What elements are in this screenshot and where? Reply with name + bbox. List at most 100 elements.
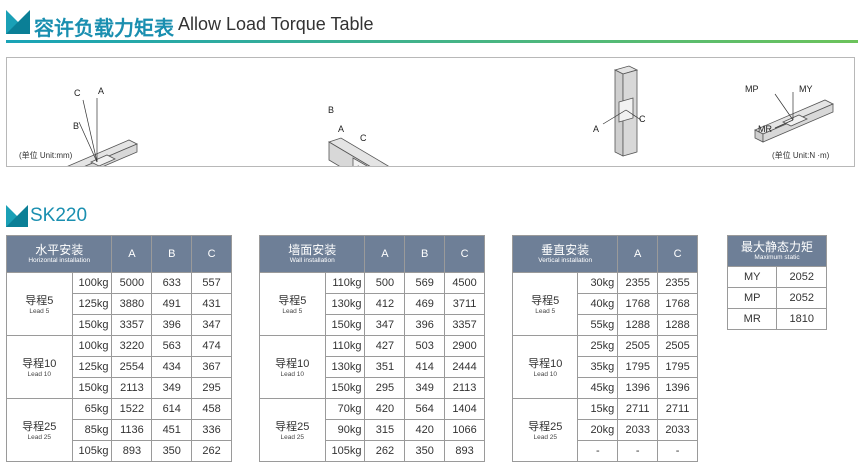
value-cell: 2033	[617, 419, 659, 441]
load-cell: 90kg	[324, 419, 366, 441]
value-cell: 474	[191, 335, 232, 357]
value-cell: 2113	[111, 377, 153, 399]
moment-value: 1810	[776, 308, 827, 330]
table-row: MY 2052	[726, 266, 827, 288]
table-row: MP 2052	[726, 287, 827, 309]
load-cell: 20kg	[577, 419, 619, 441]
lead-cn: 导程10	[275, 358, 310, 370]
fig4-label-mr: MR	[758, 124, 772, 134]
header-en: Horizontal installation	[28, 256, 91, 264]
lead-cn: 导程25	[22, 421, 57, 433]
value-cell: 347	[191, 314, 232, 336]
load-cell: 105kg	[324, 440, 366, 462]
value-cell: 3357	[111, 314, 153, 336]
load-cell: 130kg	[324, 293, 366, 315]
header-accent-icon-dark	[6, 10, 30, 34]
value-cell: 1288	[617, 314, 659, 336]
col-header: C	[191, 235, 232, 273]
value-cell: 350	[151, 440, 193, 462]
value-cell: 3880	[111, 293, 153, 315]
header-divider	[6, 40, 858, 43]
load-cell: 150kg	[71, 377, 113, 399]
value-cell: 2355	[657, 272, 698, 294]
load-cell: 25kg	[577, 335, 619, 357]
value-cell: 1795	[617, 356, 659, 378]
value-cell: 396	[404, 314, 446, 336]
fig1-label-a: A	[98, 86, 105, 96]
value-cell: 3357	[444, 314, 485, 336]
col-header: C	[444, 235, 485, 273]
table-row: 125kg 2554 434 367	[7, 356, 232, 378]
load-cell: 125kg	[71, 293, 113, 315]
table-row: MR 1810	[726, 308, 827, 330]
table-row: 150kg 2113 349 295	[7, 377, 232, 399]
moment-value: 2052	[776, 266, 827, 288]
header-en: Vertical installation	[538, 256, 593, 264]
col-header: C	[657, 235, 698, 273]
value-cell: 458	[191, 398, 232, 420]
load-cell: 150kg	[71, 314, 113, 336]
value-cell: 1795	[657, 356, 698, 378]
table-row: 130kg 412 469 3711	[260, 293, 485, 315]
table-row: 125kg 3880 491 431	[7, 293, 232, 315]
value-cell: 2355	[617, 272, 659, 294]
value-cell: 1768	[657, 293, 698, 315]
lead-cn: 导程5	[531, 295, 560, 307]
fig3-axis-a	[602, 109, 627, 125]
header-cn: 墙面安装	[288, 242, 337, 257]
lead-en: Lead 25	[533, 434, 557, 441]
value-cell: 2554	[111, 356, 153, 378]
value-cell: 3220	[111, 335, 153, 357]
value-cell: 1522	[111, 398, 153, 420]
lead-en: Lead 25	[27, 434, 52, 441]
table-row: 40kg 1768 1768	[513, 293, 698, 315]
table-row: 150kg 3357 396 347	[7, 314, 232, 336]
section-accent-icon-dark	[6, 205, 28, 227]
lead-cn: 导程10	[22, 358, 57, 370]
lead-cn: 导程10	[528, 358, 563, 370]
lead-en: Lead 5	[282, 308, 303, 315]
value-cell: 315	[364, 419, 406, 441]
value-cell: 350	[404, 440, 446, 462]
value-cell: 349	[151, 377, 193, 399]
lead-cn: 导程25	[275, 421, 310, 433]
value-cell: 2505	[657, 335, 698, 357]
unit-label-mm: (单位 Unit:mm)	[19, 151, 73, 160]
header-en: Maximum static	[754, 253, 800, 261]
lead-cn: 导程5	[278, 295, 307, 307]
load-cell: 15kg	[577, 398, 619, 420]
table-header: 垂直安装 Vertical installation	[511, 235, 619, 273]
static-moment-table: 最大静态力矩 Maximum static MY 2052 MP 2052 MR…	[726, 235, 827, 330]
value-cell: 2033	[657, 419, 698, 441]
lead-en: Lead 5	[535, 308, 556, 315]
value-cell: 569	[404, 272, 446, 294]
value-cell: 451	[151, 419, 193, 441]
value-cell: 420	[404, 419, 446, 441]
value-cell: 563	[151, 335, 193, 357]
value-cell: 2505	[617, 335, 659, 357]
load-cell: 150kg	[324, 377, 366, 399]
value-cell: 614	[151, 398, 193, 420]
lead-en: Lead 10	[27, 371, 52, 378]
value-cell: 434	[151, 356, 193, 378]
section-title: SK220	[30, 205, 88, 226]
value-cell: 1768	[617, 293, 659, 315]
fig3-label-c: C	[639, 114, 646, 124]
value-cell: 491	[151, 293, 193, 315]
value-cell: 396	[151, 314, 193, 336]
value-cell: 893	[111, 440, 153, 462]
load-cell: 150kg	[324, 314, 366, 336]
value-cell: 893	[444, 440, 485, 462]
load-cell: -	[577, 440, 619, 462]
value-cell: 262	[364, 440, 406, 462]
fig4-carriage	[782, 114, 808, 127]
load-cell: 85kg	[71, 419, 113, 441]
